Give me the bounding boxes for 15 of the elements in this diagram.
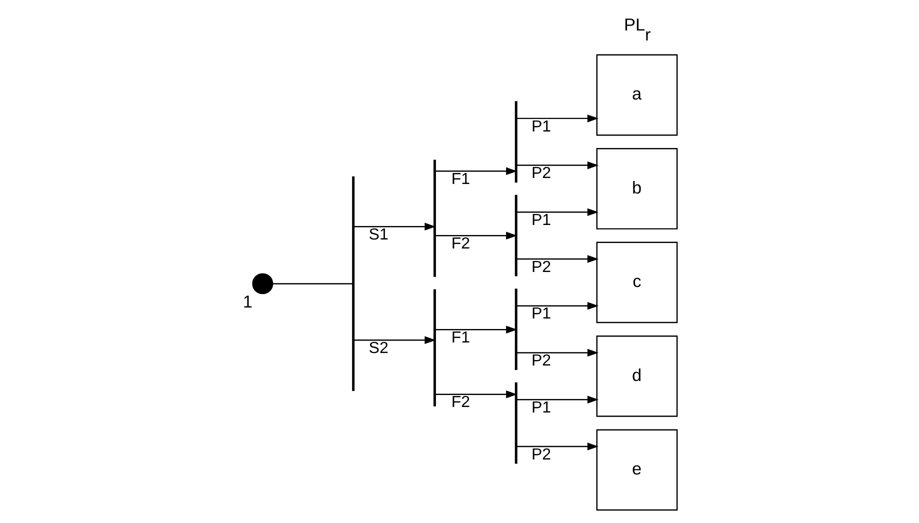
edge-label: P1 [530,398,551,416]
edge-label: F2 [450,393,470,412]
edge-label: P2 [530,164,551,182]
edge-label: P2 [530,352,551,370]
edge-label: P1 [530,117,551,136]
edge-label: F2 [450,234,470,252]
edge-label: S2 [368,338,388,357]
node-label: 1 [242,291,252,312]
edge-label: F1 [450,170,470,188]
edge-label: P1 [530,210,551,229]
edge-label: P1 [530,304,551,323]
edge-label: S1 [368,225,388,244]
edge-label: F1 [450,328,470,346]
edge-label: P2 [530,258,551,276]
edge-label: P2 [530,445,551,464]
